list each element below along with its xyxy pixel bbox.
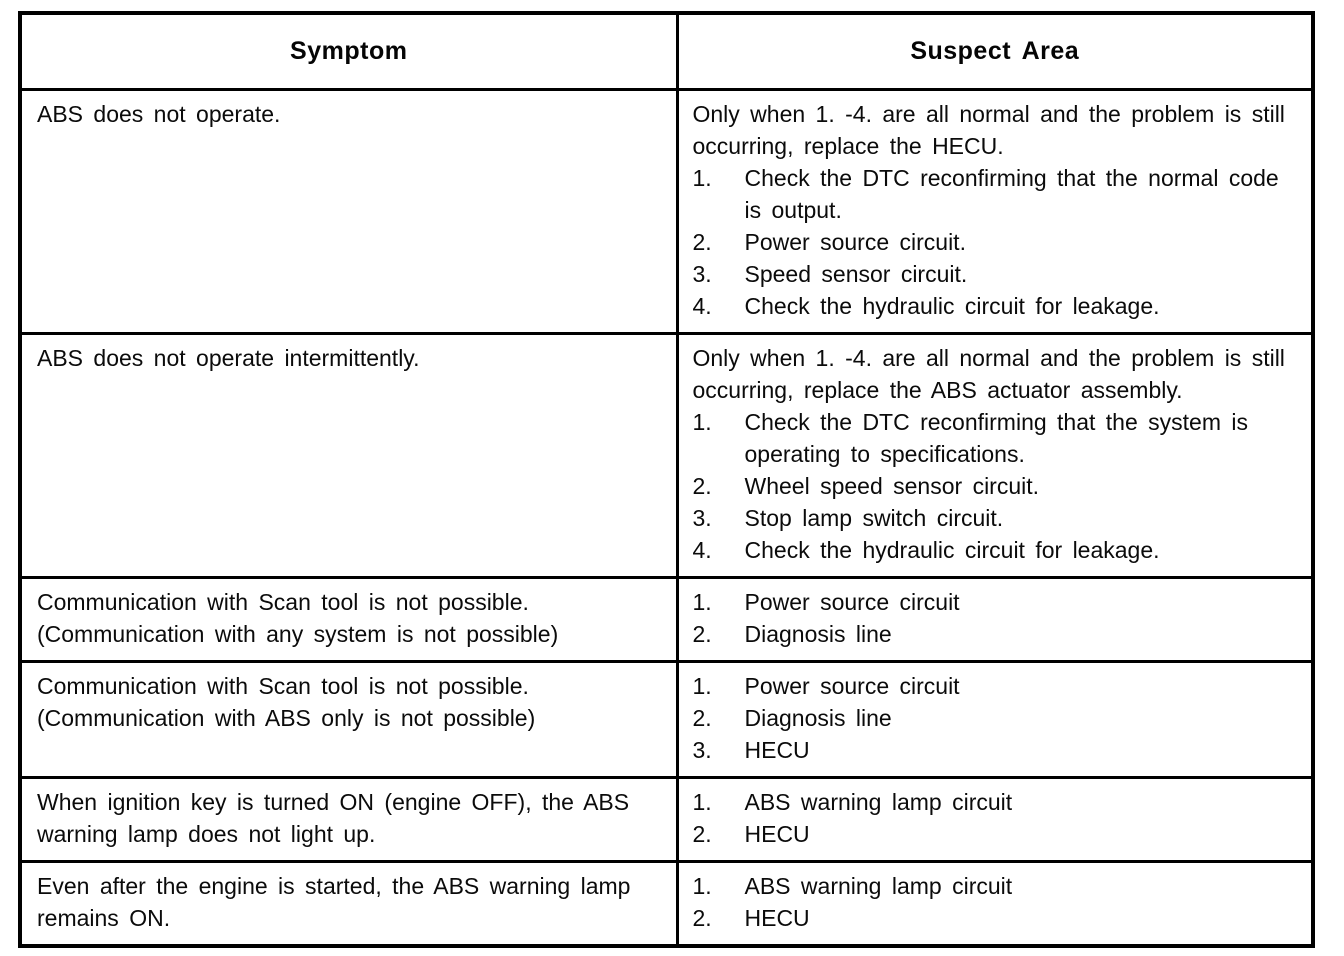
symptom-cell: ABS does not operate. (18, 87, 679, 335)
table-body: ABS does not operate. Only when 1. -4. ar… (18, 87, 1315, 947)
suspect-list-item: 4. Check the hydraulic circuit for leakag… (693, 534, 1300, 566)
suspect-intro-text: Only when 1. -4. are all normal and the … (692, 344, 1285, 403)
symptom-text: Even after the engine is started, the AB… (37, 872, 631, 931)
item-number: 2. (692, 704, 712, 731)
suspect-list-item: 2. Diagnosis line (693, 702, 1300, 734)
suspect-area-cell: 1. ABS warning lamp circuit 2. HECU (675, 859, 1315, 947)
item-text: Diagnosis line (744, 704, 892, 731)
symptom-cell: When ignition key is turned ON (engine O… (18, 775, 679, 863)
suspect-list-item: 3. Speed sensor circuit. (693, 258, 1300, 290)
symptom-cell: Even after the engine is started, the AB… (18, 859, 679, 947)
item-text: Check the DTC reconfirming that the norm… (744, 164, 1279, 223)
suspect-intro-text: Only when 1. -4. are all normal and the … (692, 100, 1285, 159)
suspect-list-item: 2. HECU (693, 818, 1300, 850)
suspect-list: 1. Check the DTC reconfirming that the sy… (693, 406, 1300, 566)
item-text: ABS warning lamp circuit (744, 872, 1013, 899)
suspect-list: 1. Power source circuit 2. Diagnosis line (693, 586, 1300, 650)
item-number: 1. (692, 872, 712, 899)
suspect-area-cell: Only when 1. -4. are all normal and the … (675, 87, 1315, 335)
item-number: 1. (692, 588, 712, 615)
diagnostic-table: Symptom Suspect Area ABS does not operat… (18, 11, 1315, 948)
item-number: 2. (692, 904, 712, 931)
header-row: Symptom Suspect Area (18, 11, 1315, 91)
symptom-text: When ignition key is turned ON (engine O… (37, 788, 630, 847)
symptom-column-header: Symptom (18, 11, 679, 91)
item-number: 1. (692, 164, 712, 191)
item-text: Diagnosis line (744, 620, 892, 647)
table-row: ABS does not operate intermittently. Only… (18, 331, 1315, 579)
suspect-area-column-header: Suspect Area (675, 11, 1315, 91)
suspect-list-item: 2. Power source circuit. (693, 226, 1300, 258)
table-row: Even after the engine is started, the AB… (18, 859, 1315, 947)
item-number: 1. (692, 672, 712, 699)
suspect-area-cell: 1. Power source circuit 2. Diagnosis line 3.… (675, 659, 1315, 779)
suspect-list-item: 1. Check the DTC reconfirming that the no… (693, 162, 1300, 226)
item-number: 3. (692, 504, 712, 531)
item-text: Check the DTC reconfirming that the syst… (744, 408, 1249, 467)
item-text: HECU (744, 736, 810, 763)
table-row: Communication with Scan tool is not poss… (18, 659, 1315, 779)
item-text: HECU (744, 820, 810, 847)
symptom-cell: Communication with Scan tool is not poss… (18, 659, 679, 779)
suspect-list-item: 3. Stop lamp switch circuit. (693, 502, 1300, 534)
suspect-list: 1. Check the DTC reconfirming that the no… (693, 162, 1300, 322)
suspect-area-cell: 1. Power source circuit 2. Diagnosis line (675, 575, 1315, 663)
symptom-text: ABS does not operate. (37, 100, 281, 127)
item-number: 4. (692, 292, 712, 319)
table-row: When ignition key is turned ON (engine O… (18, 775, 1315, 863)
item-text: Power source circuit. (744, 228, 966, 255)
item-number: 1. (692, 408, 712, 435)
suspect-list-item: 1. Power source circuit (693, 670, 1300, 702)
item-text: ABS warning lamp circuit (744, 788, 1013, 815)
item-text: Power source circuit (744, 672, 960, 699)
item-number: 2. (692, 820, 712, 847)
item-number: 3. (692, 736, 712, 763)
suspect-list-item: 1. Power source circuit (693, 586, 1300, 618)
symptom-text: ABS does not operate intermittently. (37, 344, 420, 371)
symptom-cell: Communication with Scan tool is not poss… (18, 575, 679, 663)
table-row: ABS does not operate. Only when 1. -4. ar… (18, 87, 1315, 335)
symptom-text: Communication with Scan tool is not poss… (37, 672, 536, 731)
suspect-list-item: 1. ABS warning lamp circuit (693, 870, 1300, 902)
item-number: 2. (692, 620, 712, 647)
suspect-list-item: 1. ABS warning lamp circuit (693, 786, 1300, 818)
suspect-list-item: 2. HECU (693, 902, 1300, 934)
suspect-list-item: 1. Check the DTC reconfirming that the sy… (693, 406, 1300, 470)
item-text: Check the hydraulic circuit for leakage. (744, 292, 1160, 319)
item-text: HECU (744, 904, 810, 931)
table-header: Symptom Suspect Area (18, 11, 1315, 91)
item-text: Stop lamp switch circuit. (744, 504, 1004, 531)
item-text: Speed sensor circuit. (744, 260, 968, 287)
suspect-list-item: 2. Wheel speed sensor circuit. (693, 470, 1300, 502)
item-number: 1. (692, 788, 712, 815)
item-number: 4. (692, 536, 712, 563)
item-text: Check the hydraulic circuit for leakage. (744, 536, 1160, 563)
symptom-text: Communication with Scan tool is not poss… (37, 588, 559, 647)
item-number: 3. (692, 260, 712, 287)
item-text: Power source circuit (744, 588, 960, 615)
suspect-list-item: 4. Check the hydraulic circuit for leakag… (693, 290, 1300, 322)
suspect-list: 1. ABS warning lamp circuit 2. HECU (693, 870, 1300, 934)
suspect-list-item: 3. HECU (693, 734, 1300, 766)
item-number: 2. (692, 228, 712, 255)
suspect-list: 1. Power source circuit 2. Diagnosis line 3.… (693, 670, 1300, 766)
table-row: Communication with Scan tool is not poss… (18, 575, 1315, 663)
item-number: 2. (692, 472, 712, 499)
suspect-area-cell: Only when 1. -4. are all normal and the … (675, 331, 1315, 579)
item-text: Wheel speed sensor circuit. (744, 472, 1040, 499)
suspect-list-item: 2. Diagnosis line (693, 618, 1300, 650)
symptom-cell: ABS does not operate intermittently. (18, 331, 679, 579)
suspect-list: 1. ABS warning lamp circuit 2. HECU (693, 786, 1300, 850)
suspect-area-cell: 1. ABS warning lamp circuit 2. HECU (675, 775, 1315, 863)
